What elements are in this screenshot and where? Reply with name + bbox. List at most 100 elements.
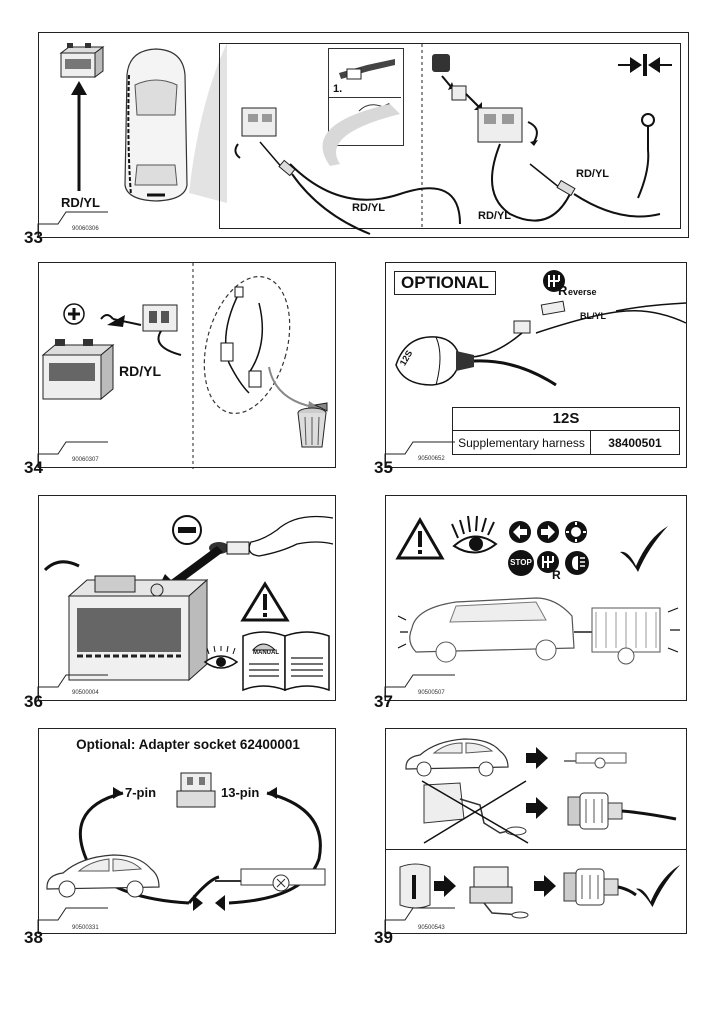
panel-code-35: 90500652 <box>418 456 445 462</box>
right-indicator-icon <box>537 521 559 543</box>
wire-label-rd-yl: RD/YL <box>61 195 100 210</box>
parts-table: 12S Supplementary harness 38400501 <box>452 407 680 455</box>
stop-label: STOP <box>510 558 532 567</box>
stop-icon: STOP <box>508 550 534 576</box>
reverse-R: R <box>558 283 568 298</box>
panel-34: RD/YL <box>38 262 336 469</box>
pin7-label: 7-pin <box>125 785 157 800</box>
minus-icon <box>172 515 202 545</box>
panel-38: Optional: Adapter socket 62400001 7-pin … <box>38 728 336 934</box>
panel-number-34: 34 <box>24 458 43 477</box>
panel-code-34: 90060307 <box>72 457 99 463</box>
table-row: Supplementary harness 38400501 <box>453 431 679 455</box>
wire-label-rd-yl: RD/YL <box>119 363 161 379</box>
step-1-label: 1. <box>333 83 343 95</box>
battery-icon <box>59 43 105 78</box>
panel-code-36: 90500004 <box>72 690 99 696</box>
arrow-right-icon <box>534 875 556 897</box>
panel-number-35: 35 <box>374 458 393 477</box>
left-indicator-icon <box>509 521 531 543</box>
reverse-label: everse <box>568 287 597 297</box>
arrow-right-icon <box>526 747 548 769</box>
warning-triangle-icon <box>395 517 445 560</box>
panel-38-corner <box>37 907 108 934</box>
trailer-icon <box>215 868 326 892</box>
adapter-socket-icon <box>469 866 529 919</box>
panel-number-39: 39 <box>374 928 393 947</box>
panel-number-37: 37 <box>374 692 393 711</box>
ring-terminal-icon <box>637 113 655 199</box>
light-icon <box>565 521 587 543</box>
plug-13-pin-icon <box>563 868 637 906</box>
trailer-icon <box>564 752 627 769</box>
car-top-view <box>124 48 188 202</box>
panel-code-37: 90500507 <box>418 690 445 696</box>
panel-37-corner <box>384 674 455 701</box>
panel-39-divider <box>386 849 686 850</box>
fog-light-icon <box>565 551 589 575</box>
car-side-icon <box>405 738 509 777</box>
towbar-bracket-icon <box>399 863 431 909</box>
plus-icon <box>63 303 85 325</box>
socket-12s-icon <box>395 320 557 387</box>
battery-icon <box>41 339 115 401</box>
eye-icon <box>203 645 239 669</box>
optional-badge: OPTIONAL <box>394 271 496 295</box>
crimp-tool-icon <box>339 59 395 80</box>
panel-number-36: 36 <box>24 692 43 711</box>
panel-34-corner <box>37 441 108 468</box>
panel-number-33: 33 <box>24 228 43 247</box>
panel-37: STOP R <box>385 495 687 701</box>
table-cell-part: 38400501 <box>608 436 662 450</box>
wire-right <box>491 143 661 222</box>
panel-38-title: Optional: Adapter socket 62400001 <box>76 737 300 752</box>
trash-bin-icon <box>297 402 328 448</box>
plug-13-pin-icon <box>567 792 677 830</box>
connector-assembly-right <box>432 54 538 146</box>
arrow-right-icon <box>434 875 456 897</box>
panel-35: OPTIONAL R everse BL/YL 12S 12S Suppleme… <box>385 262 687 468</box>
table-cell-name: Supplementary harness <box>453 431 591 455</box>
reverse-gear-icon <box>543 270 565 292</box>
grey-pointer <box>322 104 400 166</box>
eye-icon <box>451 515 498 554</box>
panel-code-39: 90500543 <box>418 925 445 931</box>
panel-code-33: 90060306 <box>72 226 99 232</box>
car-trailer-side <box>397 597 680 665</box>
wire-label-rd-yl-right-a: RD/YL <box>576 168 609 180</box>
manual-book-icon <box>242 631 330 692</box>
optional-label: OPTIONAL <box>401 273 489 292</box>
arrow-right-icon <box>526 797 548 819</box>
panel-33-detail-box: 1. 2. RD/YL <box>219 43 681 235</box>
panel-33-corner <box>37 211 108 238</box>
car-side-icon <box>46 854 160 898</box>
harness-circled <box>203 275 291 415</box>
reverse-gear-icon: R <box>537 551 561 582</box>
zoom-wedge <box>189 43 227 203</box>
wire-label-rd-yl-right-b: RD/YL <box>478 210 511 222</box>
panel-35-corner <box>384 441 455 468</box>
up-arrow-icon <box>71 81 87 191</box>
divider-dashed <box>192 263 194 469</box>
wire-label-rd-yl-mid: RD/YL <box>352 202 385 214</box>
wire-label-bl-yl: BL/YL <box>580 311 606 321</box>
pin13-label: 13-pin <box>221 785 260 800</box>
connector-assembly-left <box>234 107 371 235</box>
warning-triangle-icon <box>240 581 290 622</box>
manual-label: MANUAL <box>253 650 279 656</box>
wire-curve <box>289 163 461 225</box>
panel-number-38: 38 <box>24 928 43 947</box>
checkmark-icon <box>620 526 668 572</box>
harness-wires <box>535 300 687 334</box>
clip-connector-icon <box>100 304 182 356</box>
panel-39-corner <box>384 907 455 934</box>
adapter-socket-icon <box>176 772 216 808</box>
panel-36-corner <box>37 674 108 701</box>
table-header: 12S <box>453 408 679 431</box>
panel-33: RD/YL 1. 2. <box>38 32 689 238</box>
divider-dashed <box>421 44 423 230</box>
crossed-towbar-icon <box>421 780 529 844</box>
clamp-symbol-icon <box>618 54 672 76</box>
svg-text:R: R <box>552 568 561 582</box>
battery-icon <box>43 560 209 682</box>
